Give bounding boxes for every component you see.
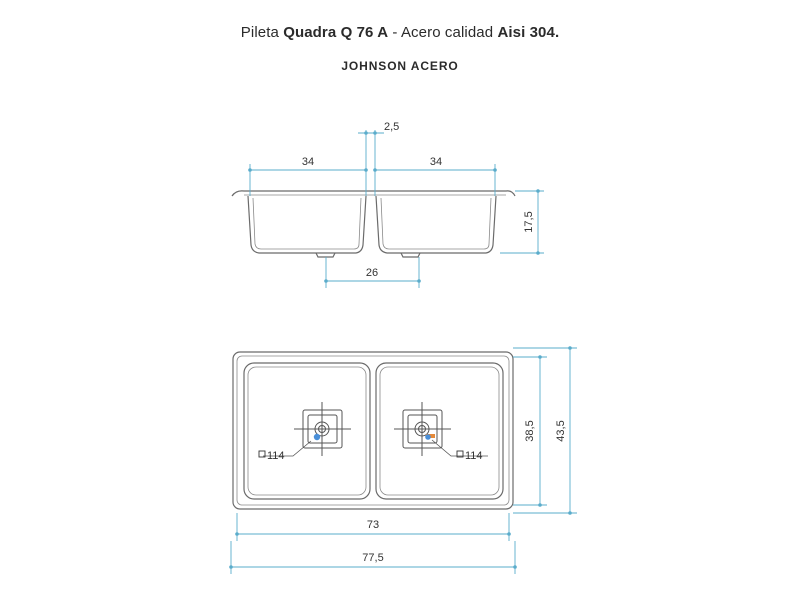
dim-side-left-width: 34: [248, 130, 368, 196]
top-left-bowl: [243, 362, 371, 500]
dim-outer-height: 43,5: [513, 346, 577, 515]
dim-inner-width-label: 73: [367, 519, 379, 531]
right-drain-icon: [394, 402, 451, 456]
title-middle: - Acero calidad: [392, 24, 494, 41]
left-drain-callout: 114: [258, 440, 312, 462]
dim-outer-width-label: 77,5: [362, 552, 383, 564]
side-right-bowl: [375, 195, 497, 254]
dim-depth-label: 17,5: [523, 211, 535, 232]
dim-inner-height-label: 38,5: [524, 420, 536, 441]
dim-outer-height-label: 43,5: [555, 420, 567, 441]
square-icon: [456, 450, 464, 458]
left-drain-icon: [294, 402, 351, 456]
right-drain-callout: 114: [431, 439, 488, 462]
title-material: Aisi 304.: [497, 24, 560, 41]
square-icon: [258, 450, 266, 458]
side-view: 34 34 2,5 17,5: [231, 121, 544, 288]
left-drain-label: 114: [267, 450, 285, 462]
top-view: 114 114 38,5 43,5: [229, 346, 577, 574]
dim-separation-label: 2,5: [384, 121, 399, 133]
right-drain-label: 114: [465, 450, 483, 462]
title-model: Quadra Q 76 A: [283, 24, 389, 41]
dim-outer-width: 77,5: [229, 541, 517, 574]
side-left-bowl: [247, 195, 367, 254]
dim-side-left-label: 34: [302, 156, 314, 168]
dim-separation: 2,5: [358, 121, 399, 135]
brand-name: JOHNSON ACERO: [341, 59, 459, 73]
dim-drain-distance: 26: [324, 257, 421, 288]
dim-side-right-width: 34: [373, 130, 497, 196]
dim-depth: 17,5: [500, 189, 544, 255]
dim-side-right-label: 34: [430, 156, 442, 168]
page-title: Pileta Quadra Q 76 A - Acero calidad Ais…: [0, 24, 800, 41]
top-outer-flange: [232, 351, 514, 510]
dim-inner-width: 73: [235, 513, 511, 541]
top-right-bowl: [375, 362, 504, 500]
title-prefix: Pileta: [240, 24, 279, 41]
dim-inner-height: 38,5: [513, 355, 547, 507]
dim-drain-label: 26: [366, 267, 378, 279]
